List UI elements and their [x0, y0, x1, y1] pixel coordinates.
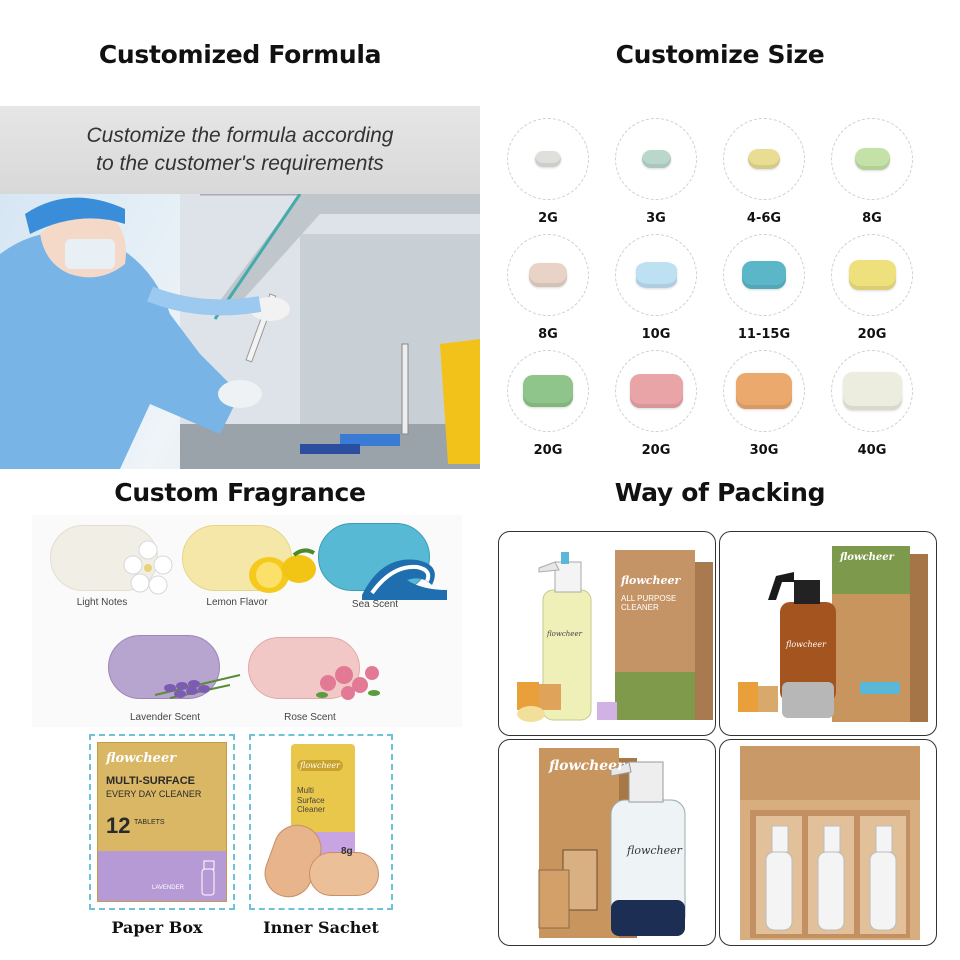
- size-label: 8G: [538, 327, 558, 342]
- size-label: 8G: [862, 211, 882, 226]
- size-circle: [723, 118, 805, 200]
- scent-label-lemon: Lemon Flavor: [206, 597, 268, 608]
- formula-banner-line1: Customize the formula according: [86, 124, 394, 147]
- card1-box-text: ALL PURPOSE CLEANER: [621, 594, 677, 612]
- size-circle: [507, 350, 589, 432]
- box-purple-band: LAVENDER: [98, 851, 226, 901]
- formula-heading: Customized Formula: [98, 40, 382, 69]
- wave-icon: [362, 559, 447, 600]
- size-option: 4-6G: [714, 116, 814, 231]
- packing-card-1: flowcheer ALL PURPOSE CLEANER flowcheer: [498, 531, 716, 736]
- tablet-swatch: [848, 260, 896, 290]
- tablet-swatch: [529, 263, 567, 287]
- box-count: 12: [106, 813, 131, 838]
- size-label: 20G: [533, 443, 563, 458]
- inner-sachet-frame: flowcheer Multi Surface Cleaner 8g: [249, 734, 393, 910]
- size-option: 20G: [606, 348, 706, 463]
- lemon-icon: [249, 548, 316, 593]
- sachet-tablet-2: [309, 852, 379, 896]
- size-option: 30G: [714, 348, 814, 463]
- sachet-line2: Surface Cleaner: [297, 796, 326, 814]
- scent-label-sea: Sea Scent: [351, 599, 399, 610]
- box-unit: TABLETS: [134, 819, 165, 826]
- size-grid: 2G 3G 4-6G 8G 8G 10G 11-15G 20G 20G 20G 30G 40G: [492, 108, 920, 460]
- size-option: 11-15G: [714, 232, 814, 347]
- inner-sachet-caption: Inner Sachet: [263, 918, 379, 937]
- jasmine-flower-icon: [123, 540, 173, 595]
- card1-box-brand: flowcheer: [621, 574, 681, 587]
- size-circle: [831, 234, 913, 316]
- tablet-swatch: [748, 149, 780, 169]
- size-label: 30G: [749, 443, 779, 458]
- packing-card-2: flowcheer flowcheer: [719, 531, 937, 736]
- tablet-swatch: [629, 374, 683, 408]
- tablet-swatch: [523, 375, 573, 407]
- card3-bottle-brand: flowcheer: [627, 844, 682, 857]
- tablet-swatch: [736, 373, 792, 409]
- size-label: 10G: [641, 327, 671, 342]
- lab-photo: [0, 194, 480, 469]
- size-circle: [615, 118, 697, 200]
- size-label: 20G: [857, 327, 887, 342]
- size-circle: [831, 118, 913, 200]
- card2-box-brand: flowcheer: [840, 552, 894, 563]
- size-label: 40G: [857, 443, 887, 458]
- size-option: 40G: [822, 348, 922, 463]
- box-line2: EVERY DAY CLEANER: [106, 789, 202, 799]
- tablet-swatch: [535, 151, 561, 167]
- size-circle: [507, 234, 589, 316]
- paper-box-caption: Paper Box: [111, 918, 203, 937]
- size-option: 20G: [822, 232, 922, 347]
- packing-card-4: [719, 739, 937, 946]
- paper-box-frame: flowcheer MULTI-SURFACE EVERY DAY CLEANE…: [89, 734, 235, 910]
- size-label: 11-15G: [737, 327, 791, 342]
- size-option: 20G: [498, 348, 598, 463]
- formula-banner-line2: to the customer's requirements: [96, 152, 384, 175]
- tablet-swatch: [854, 148, 890, 170]
- box-brand: flowcheer: [106, 751, 177, 766]
- size-circle: [831, 350, 913, 432]
- tablet-swatch: [742, 261, 786, 289]
- card1-bottle-brand: flowcheer: [547, 630, 582, 638]
- sachet-weight: 8g: [341, 846, 353, 857]
- size-option: 10G: [606, 232, 706, 347]
- size-option: 8G: [822, 116, 922, 231]
- fragrance-heading: Custom Fragrance: [114, 478, 366, 507]
- size-label: 3G: [646, 211, 666, 226]
- sachet-brand: flowcheer: [297, 760, 343, 771]
- card3-box-brand: flowcheer: [549, 758, 625, 774]
- scent-label-light-notes: Light Notes: [76, 597, 128, 608]
- tablet-swatch: [842, 372, 902, 410]
- sachet-line1: Multi: [297, 786, 314, 795]
- scent-label-lavender: Lavender Scent: [129, 712, 201, 723]
- size-label: 2G: [538, 211, 558, 226]
- box-line1: MULTI-SURFACE: [106, 775, 196, 787]
- size-circle: [615, 350, 697, 432]
- packing-heading: Way of Packing: [614, 478, 826, 507]
- rose-icon: [316, 666, 380, 700]
- box-scent: LAVENDER: [152, 885, 184, 891]
- tablet-swatch: [641, 150, 671, 168]
- fragrance-panel: Light Notes Lemon Flavor Sea Scent Laven…: [32, 515, 462, 727]
- size-circle: [723, 234, 805, 316]
- paper-box-product: flowcheer MULTI-SURFACE EVERY DAY CLEANE…: [97, 742, 227, 902]
- tablet-swatch: [635, 262, 677, 288]
- spray-bottle-icon: [201, 860, 215, 896]
- size-label: 20G: [641, 443, 671, 458]
- size-option: 8G: [498, 232, 598, 347]
- size-circle: [507, 118, 589, 200]
- scent-label-rose: Rose Scent: [284, 712, 336, 723]
- card2-bottle-brand: flowcheer: [786, 640, 826, 649]
- size-label: 4-6G: [746, 211, 782, 226]
- size-heading: Customize Size: [615, 40, 825, 69]
- size-option: 3G: [606, 116, 706, 231]
- size-circle: [615, 234, 697, 316]
- size-circle: [723, 350, 805, 432]
- lavender-icon: [154, 674, 241, 699]
- size-option: 2G: [498, 116, 598, 231]
- packing-card-3: flowcheer flowcheer: [498, 739, 716, 946]
- formula-banner: Customize the formula according to the c…: [0, 106, 480, 194]
